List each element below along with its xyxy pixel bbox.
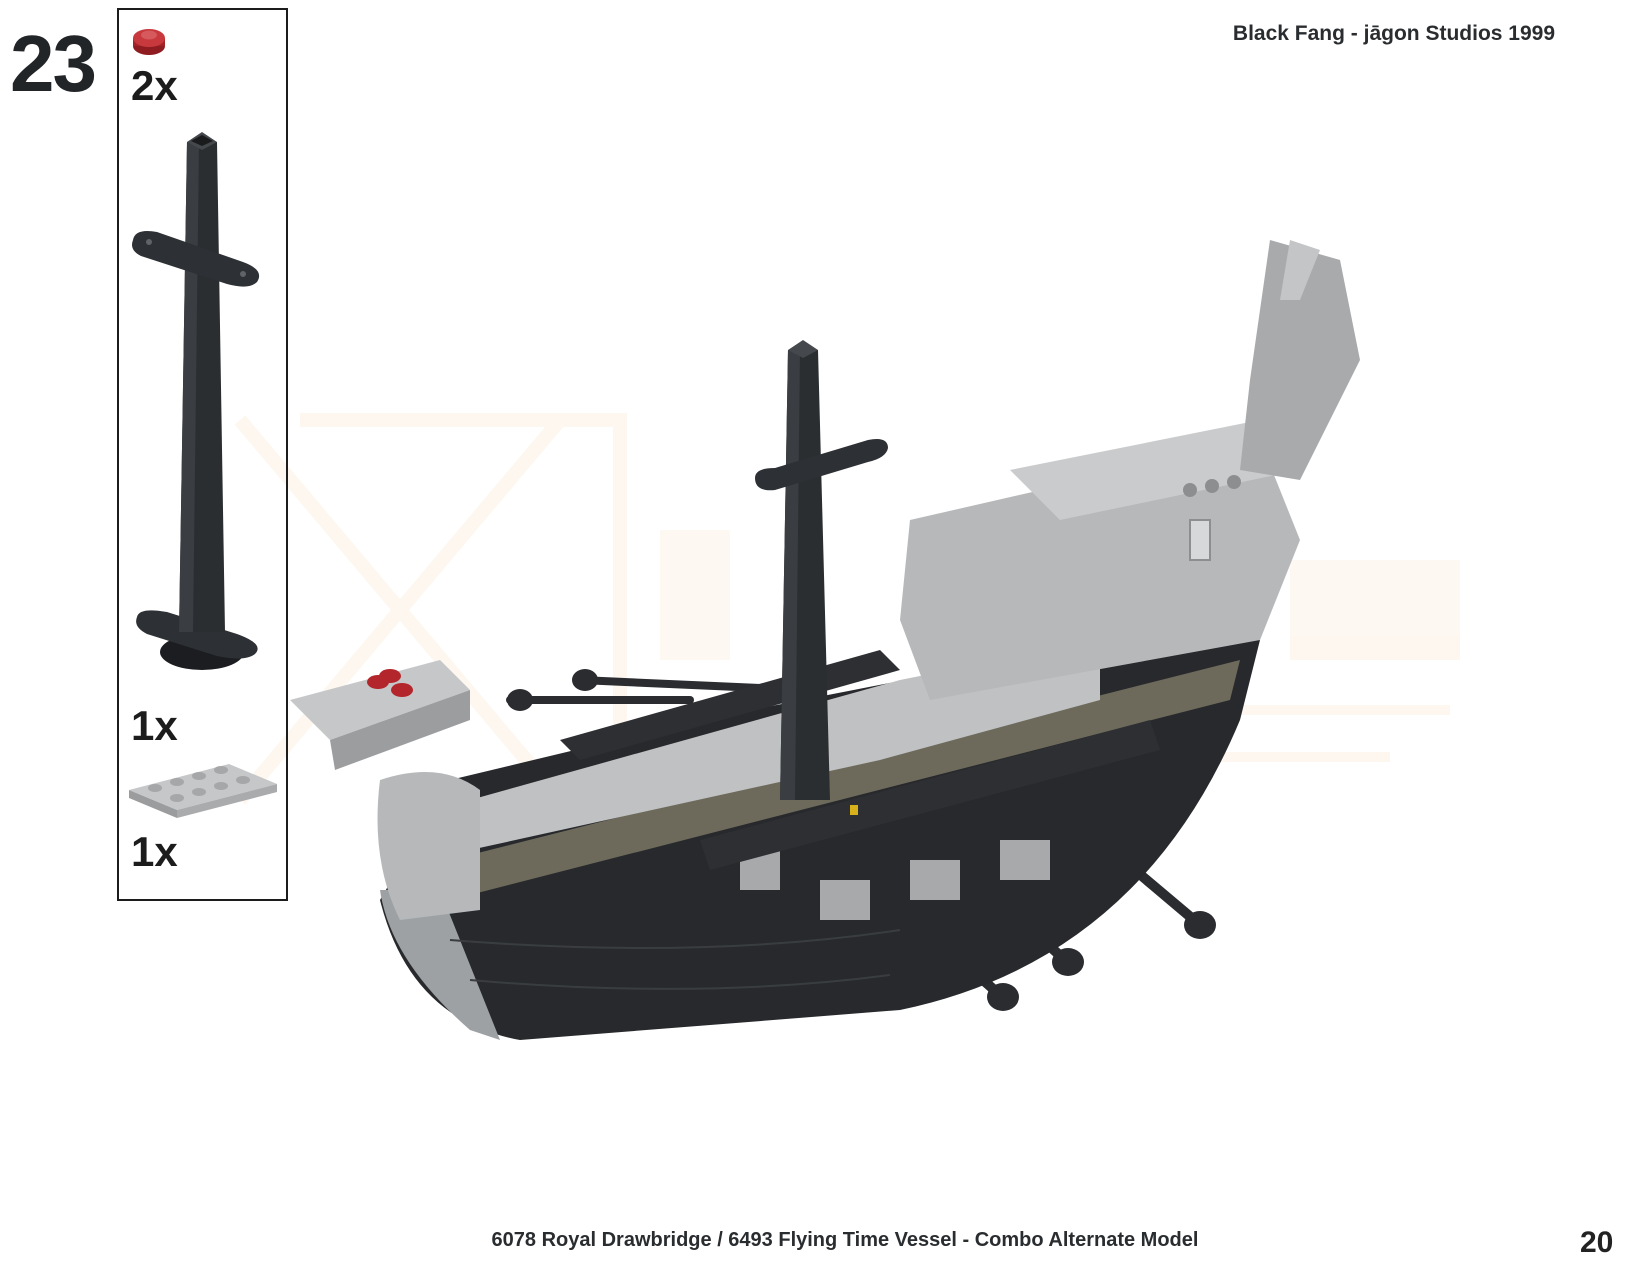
mast-part-icon xyxy=(132,132,260,670)
footer-caption: 6078 Royal Drawbridge / 6493 Flying Time… xyxy=(491,1229,1199,1251)
gray-plate-2x4-icon xyxy=(129,764,277,818)
part-quantity-red-plate: 2x xyxy=(131,62,178,109)
step-number: 23 xyxy=(10,19,97,108)
parts-list-box: 2x 1x 1x xyxy=(117,8,288,901)
page-number: 20 xyxy=(1580,1226,1614,1259)
header-title: Black Fang - jāgon Studios 1999 xyxy=(1232,22,1555,45)
part-quantity-mast: 1x xyxy=(131,702,178,749)
part-quantity-plate: 1x xyxy=(131,828,178,875)
red-round-plate-icon xyxy=(133,29,165,55)
